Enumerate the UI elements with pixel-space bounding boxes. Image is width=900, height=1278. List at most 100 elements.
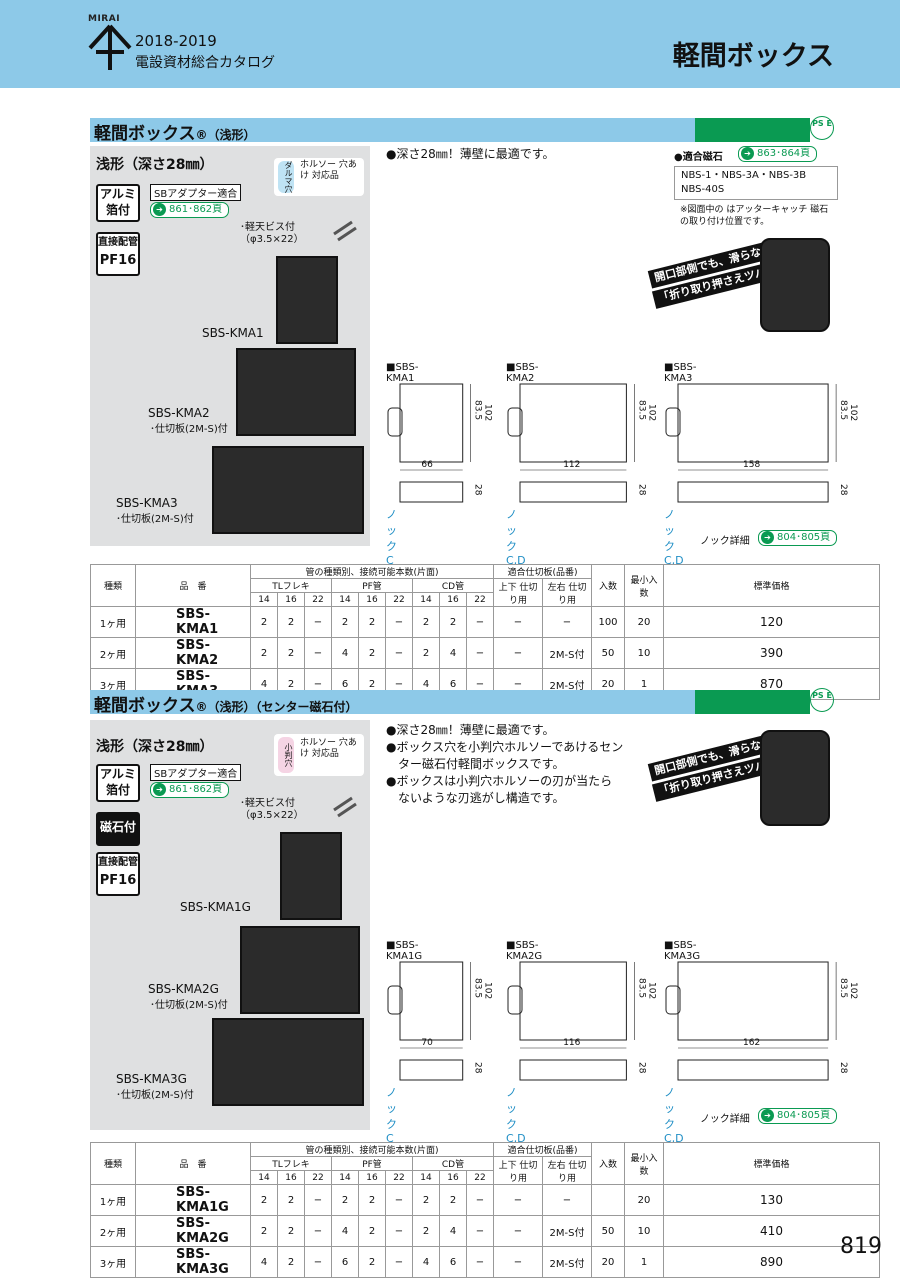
tab-photo <box>760 238 830 332</box>
mirai-logo-icon <box>88 24 132 70</box>
model-label-kma1: SBS-KMA1 <box>202 326 264 340</box>
product-image-kma2 <box>236 348 356 436</box>
nokku-label: ノックC <box>386 1086 397 1145</box>
oval-hole-tag: 小判穴 <box>278 737 294 773</box>
magnet-label: ●適合磁石 <box>674 152 723 163</box>
holesaw-note: ホルソー 穴あけ 対応品 <box>300 160 357 181</box>
diagram-drawing <box>665 383 837 503</box>
model-note-kma2: ･仕切板(2M-S)付 <box>150 424 228 435</box>
section1-spec-table: 種類品 番管の種類別、接続可能本数(片面)適合仕切板(品番)入数最小入数標準価格… <box>90 564 880 700</box>
diagram-title: ■SBS-KMA2 <box>506 362 539 384</box>
dim-width: 162 <box>743 1038 761 1048</box>
sb-adapter-label: SBアダプター適合 <box>150 184 242 201</box>
hole-tag-box: ダルマ穴 ホルソー 穴あけ 対応品 <box>274 158 364 196</box>
nokku-ref-link[interactable]: 804･805頁 <box>758 1108 838 1124</box>
screw-icon <box>333 220 357 242</box>
screw-size: （φ3.5×22） <box>240 234 304 245</box>
dim-height-2: 102 <box>646 982 657 1000</box>
model-note-kma3g: ･仕切板(2M-S)付 <box>116 1090 194 1101</box>
section2-title: 軽間ボックス <box>94 696 196 716</box>
model-label-kma2: SBS-KMA2 <box>148 406 210 420</box>
section2-title-band: 軽間ボックス®（浅形）（センター磁石付） PS E <box>90 688 834 716</box>
sb-ref-link[interactable]: 861･862頁 <box>150 202 230 218</box>
diagram-drawing <box>507 383 635 503</box>
diagram-title: ■SBS-KMA2G <box>506 940 543 962</box>
catalog-year: 2018-2019 <box>135 32 217 50</box>
section2-spec-table: 種類品 番管の種類別、接続可能本数(片面)適合仕切板(品番)入数最小入数標準価格… <box>90 1142 880 1278</box>
dim-width: 112 <box>563 460 581 470</box>
brand-name: MIRAI <box>88 14 121 24</box>
dim-width: 158 <box>743 460 761 470</box>
magnet-ref-link[interactable]: 863･864頁 <box>738 146 818 162</box>
page-header <box>0 0 900 88</box>
model-label-kma2g: SBS-KMA2G <box>148 982 219 996</box>
diagram-title: ■SBS-KMA1G <box>386 940 423 962</box>
dim-height-1: 83.5 <box>636 400 647 421</box>
section2-bullet-2: ●ボックス穴を小判穴ホルソーであけるセン <box>386 740 624 754</box>
page-title: 軽間ボックス <box>672 41 834 72</box>
section2-bullet-5: ないような刃逃がし構造です。 <box>386 791 565 805</box>
dim-height-1: 83.5 <box>472 978 483 999</box>
holesaw-note: ホルソー 穴あけ 対応品 <box>300 738 357 759</box>
diagram-title: ■SBS-KMA3 <box>664 362 697 384</box>
nokku-label: ノックC <box>386 508 397 567</box>
section1-subtitle: （浅形） <box>207 128 256 142</box>
diagram-drawing <box>665 961 837 1081</box>
nokku-detail-label: ノック詳細 <box>700 536 750 547</box>
product-image-kma3 <box>212 446 364 534</box>
section1-bullet: ●深さ28㎜！薄壁に最適です。 <box>386 147 555 161</box>
dim-height-2: 102 <box>482 982 493 1000</box>
diagram-drawing <box>387 383 471 503</box>
page-number: 819 <box>840 1234 882 1259</box>
daruma-hole-tag: ダルマ穴 <box>278 161 294 193</box>
alumi-badge: アルミ 箔付 <box>96 764 140 802</box>
nokku-detail-label: ノック詳細 <box>700 1114 750 1125</box>
pse-mark-icon: PS E <box>810 688 834 712</box>
catalog-name: 電設資材総合カタログ <box>135 55 275 71</box>
dim-width: 116 <box>563 1038 581 1048</box>
alumi-badge: アルミ 箔付 <box>96 184 140 222</box>
nokku-label: ノックC,D <box>506 1086 526 1145</box>
product-image-kma1 <box>276 256 338 344</box>
dim-depth: 28 <box>472 1062 483 1074</box>
nokku-label: ノックC,D <box>664 1086 684 1145</box>
section1-product-panel: 浅形（深さ28㎜） アルミ 箔付 SBアダプター適合 861･862頁 直接配管… <box>90 146 370 546</box>
depth-label: 浅形（深さ28㎜） <box>96 157 214 173</box>
screw-icon <box>333 796 357 818</box>
dim-height-1: 83.5 <box>636 978 647 999</box>
magnet-badge: 磁石付 <box>96 812 140 846</box>
screw-label: ･軽天ビス付 <box>240 798 295 809</box>
product-image-kma2g <box>240 926 360 1014</box>
model-label-kma1g: SBS-KMA1G <box>180 900 251 914</box>
dim-height-2: 102 <box>482 404 493 422</box>
dim-depth: 28 <box>838 484 849 496</box>
magnet-list: NBS-1・NBS-3A・NBS-3B NBS-40S <box>674 166 838 200</box>
diagram-drawing <box>507 961 635 1081</box>
diagram-drawing <box>387 961 471 1081</box>
section2-product-panel: 浅形（深さ28㎜） アルミ 箔付 SBアダプター適合 861･862頁 磁石付 … <box>90 720 370 1130</box>
nokku-label: ノックC,D <box>506 508 526 567</box>
dim-width: 70 <box>421 1038 433 1048</box>
dim-height-1: 83.5 <box>838 400 849 421</box>
dim-height-2: 102 <box>646 404 657 422</box>
model-note-kma3: ･仕切板(2M-S)付 <box>116 514 194 525</box>
section2-bullet-1: ●深さ28㎜！薄壁に最適です。 <box>386 723 555 737</box>
depth-label: 浅形（深さ28㎜） <box>96 739 214 755</box>
nokku-ref-link[interactable]: 804･805頁 <box>758 530 838 546</box>
dim-width: 66 <box>421 460 433 470</box>
section2-bullet-4: ●ボックスは小判穴ホルソーの刃が当たら <box>386 774 613 788</box>
dim-depth: 28 <box>472 484 483 496</box>
nokku-label: ノックC,D <box>664 508 684 567</box>
screw-label: ･軽天ビス付 <box>240 222 295 233</box>
product-image-kma1g <box>280 832 342 920</box>
dim-height-2: 102 <box>848 404 859 422</box>
dim-depth: 28 <box>636 484 647 496</box>
dim-height-1: 83.5 <box>838 978 849 999</box>
sb-ref-link[interactable]: 861･862頁 <box>150 782 230 798</box>
